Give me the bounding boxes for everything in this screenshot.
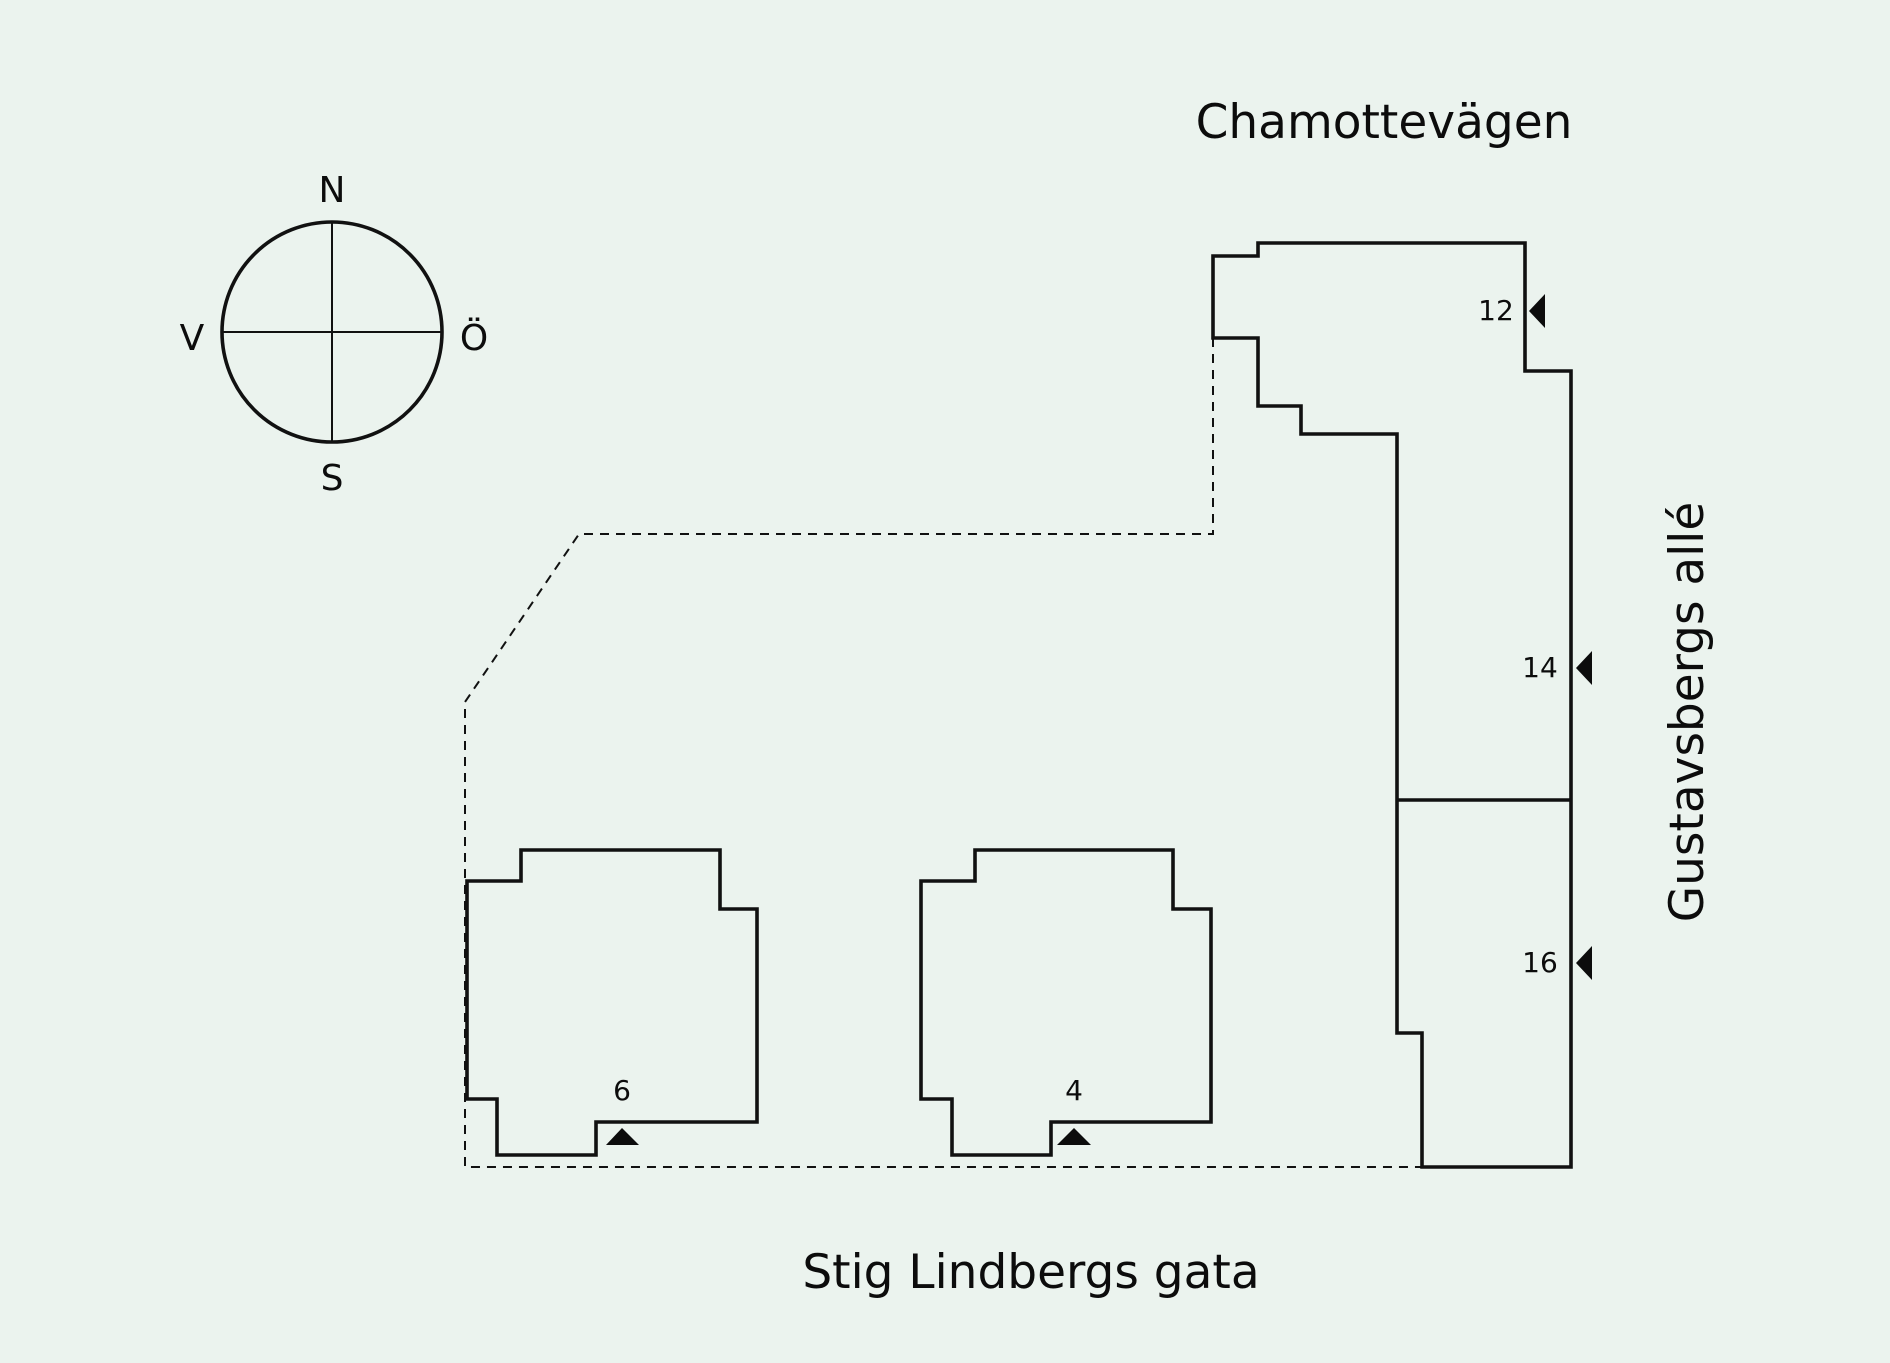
entrance-16-marker <box>1576 946 1592 980</box>
street-name-south: Stig Lindbergs gata <box>802 1245 1259 1300</box>
entrance-12-marker <box>1529 294 1545 328</box>
entrance-6-label: 6 <box>613 1074 631 1107</box>
building-middle <box>919 848 1213 1157</box>
compass-south-label: S <box>321 458 344 499</box>
street-name-north: Chamottevägen <box>1196 95 1573 150</box>
entrance-4-marker <box>1057 1128 1091 1145</box>
entrance-16-label: 16 <box>1522 946 1558 979</box>
entrance-4-label: 4 <box>1065 1074 1083 1107</box>
entrance-14-label: 14 <box>1522 651 1558 684</box>
compass-east-label: Ö <box>460 317 488 359</box>
street-name-east: Gustavsbergs allé <box>1660 502 1715 923</box>
entrance-6-marker <box>606 1128 639 1145</box>
lot-boundary <box>464 338 1422 1168</box>
compass-west-label: V <box>180 318 205 359</box>
entrance-14-marker <box>1576 651 1592 685</box>
building-west <box>465 848 759 1157</box>
compass-north-label: N <box>319 170 346 211</box>
compass-rose: N S V Ö <box>180 170 488 499</box>
entrance-12-label: 12 <box>1478 294 1514 327</box>
building-east <box>1211 241 1573 1169</box>
